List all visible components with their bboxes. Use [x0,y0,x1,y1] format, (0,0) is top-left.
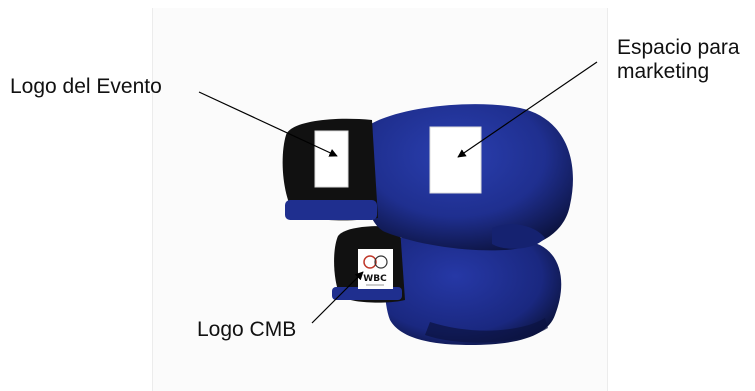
arrow-event-logo [198,91,338,157]
label-marketing-space: Espacio para marketing [617,36,740,84]
label-marketing-line2: marketing [617,60,710,83]
wbc-seal-text: WBC [363,274,387,284]
label-event-logo: Logo del Evento [10,75,162,98]
label-marketing-line1: Espacio para [617,36,740,59]
label-cmb-logo: Logo CMB [197,318,297,341]
wbc-seal-icon: WBC [358,249,393,289]
arrow-marketing-space [457,61,598,158]
marketing-space-placeholder [429,126,482,194]
arrow-cmb-logo [311,271,364,324]
event-logo-placeholder [314,130,349,188]
